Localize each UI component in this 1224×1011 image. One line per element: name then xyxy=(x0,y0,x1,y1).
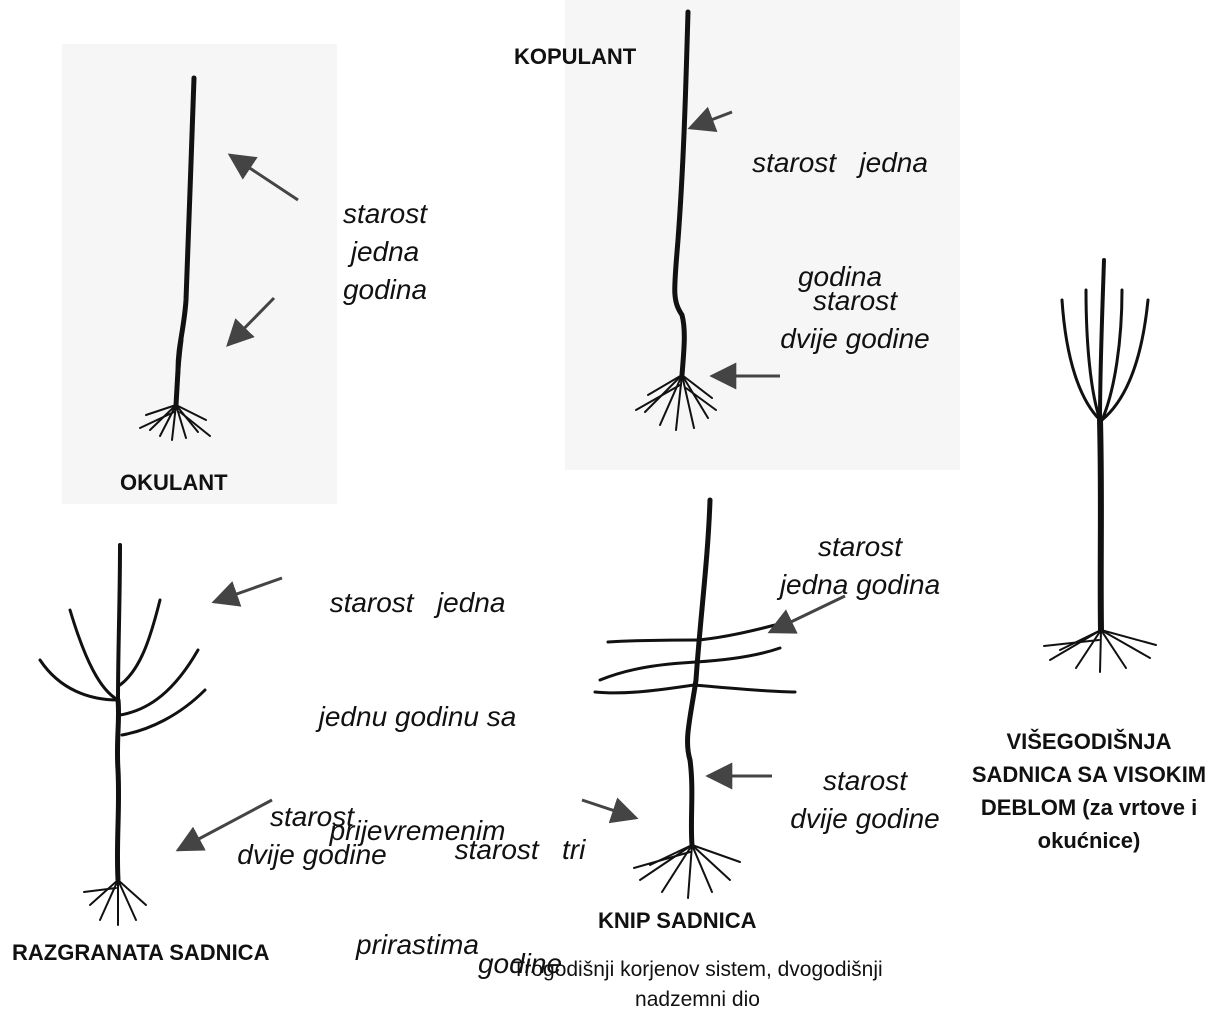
kopulant-top-label-line: starost jedna xyxy=(730,144,950,182)
visegodisnja-sapling-drawing xyxy=(1044,260,1156,672)
okulant-title: OKULANT xyxy=(120,470,228,496)
kopulant-arrow-upper xyxy=(690,112,732,128)
okulant-age-label-line: starost xyxy=(330,195,440,233)
kopulant-bottom-label-line: dvije godine xyxy=(760,320,950,358)
razgranata-bottom-label-line: dvije godine xyxy=(222,836,402,874)
okulant-age-label-line: godina xyxy=(330,271,440,309)
razgranata-title: RAZGRANATA SADNICA xyxy=(12,940,269,966)
razgranata-bottom-label-line: starost xyxy=(222,798,402,836)
knip-roots xyxy=(634,845,740,898)
razgranata-sapling-drawing xyxy=(40,545,205,925)
kopulant-sapling-drawing xyxy=(636,12,716,430)
knip-top-label-line: starost xyxy=(760,528,960,566)
razgranata-roots xyxy=(84,880,146,925)
knip-title: KNIP SADNICA xyxy=(598,908,757,934)
kopulant-title: KOPULANT xyxy=(514,44,636,70)
visegodisnja-title: VIŠEGODIŠNJA SADNICA SA VISOKIM DEBLOM (… xyxy=(955,725,1223,857)
knip-top-label-line: jedna godina xyxy=(760,566,960,604)
kopulant-roots xyxy=(636,375,716,430)
okulant-arrow-lower xyxy=(228,298,274,345)
okulant-sapling-drawing xyxy=(140,78,210,440)
knip-caption: Trogodišnji korjenov sistem, dvogodišnji… xyxy=(450,955,945,1011)
visegodisnja-title-line: okućnice) xyxy=(955,824,1223,857)
okulant-age-label-line: jedna xyxy=(330,233,440,271)
knip-right-label-line: dvije godine xyxy=(770,800,960,838)
visegodisnja-title-line: DEBLOM (za vrtove i xyxy=(955,791,1223,824)
razgranata-arrow-upper xyxy=(214,578,282,602)
kopulant-bottom-label-line: starost xyxy=(760,282,950,320)
razgranata-top-label-line: jednu godinu sa xyxy=(290,698,545,736)
razgranata-bottom-label: starost dvije godine xyxy=(222,798,402,874)
okulant-arrow-upper xyxy=(230,155,298,200)
knip-caption-line: Trogodišnji korjenov sistem, dvogodišnji xyxy=(450,955,945,985)
knip-right-label-line: starost xyxy=(770,762,960,800)
visegodisnja-title-line: VIŠEGODIŠNJA xyxy=(955,725,1223,758)
okulant-roots xyxy=(140,405,210,440)
knip-top-label: starost jedna godina xyxy=(760,528,960,604)
visegodisnja-roots xyxy=(1044,630,1156,672)
visegodisnja-title-line: SADNICA SA VISOKIM xyxy=(955,758,1223,791)
okulant-age-label: starost jedna godina xyxy=(330,195,440,309)
kopulant-bottom-label: starost dvije godine xyxy=(760,282,950,358)
knip-right-label: starost dvije godine xyxy=(770,762,960,838)
razgranata-top-label-line: starost jedna xyxy=(290,584,545,622)
knip-caption-line: nadzemni dio xyxy=(450,985,945,1011)
knip-left-label-line: starost tri xyxy=(440,831,600,869)
